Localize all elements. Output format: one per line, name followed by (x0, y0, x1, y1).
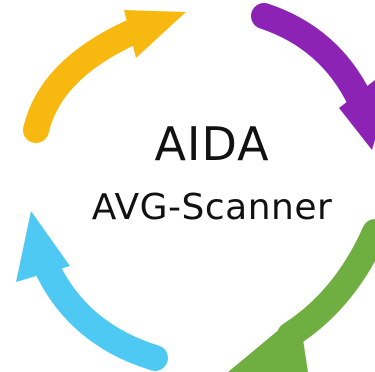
purple-arrow (251, 3, 375, 150)
green-arrow (228, 219, 375, 372)
yellow-arrow (23, 10, 186, 143)
blue-arrow (16, 211, 168, 371)
logo-subtitle: AVG-Scanner (91, 187, 333, 228)
logo-title: AIDA (154, 117, 270, 171)
